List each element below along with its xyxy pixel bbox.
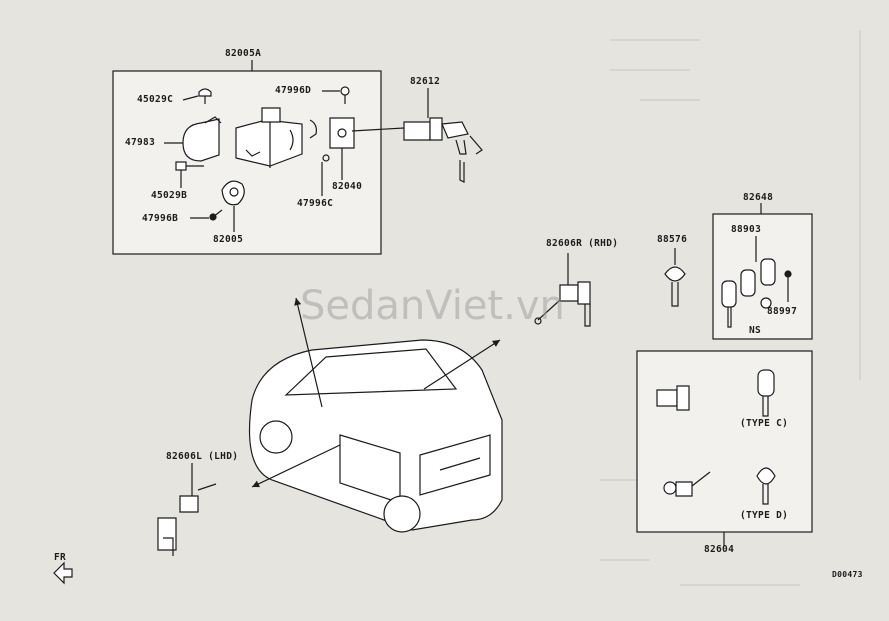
label-88997: 88997 [767, 306, 798, 317]
label-82005: 82005 [213, 234, 244, 245]
label-45029c: 45029C [137, 94, 174, 105]
screw-47996b [209, 209, 223, 221]
cover-47983 [182, 116, 222, 162]
cylinder-82606r [534, 281, 591, 327]
label-type-d: (TYPE D) [740, 510, 789, 521]
fob-88903 [721, 258, 776, 328]
diagram-code: D00473 [832, 570, 863, 579]
screw-88997 [784, 270, 792, 302]
label-47983: 47983 [125, 137, 156, 148]
label-82040: 82040 [332, 181, 363, 192]
label-82606l: 82606L (LHD) [166, 451, 239, 462]
label-47996b: 47996B [142, 213, 179, 224]
ring-ns [760, 297, 772, 309]
label-88576: 88576 [657, 234, 688, 245]
label-88903: 88903 [731, 224, 762, 235]
fr-arrow-icon [53, 561, 73, 585]
screw-45029c [198, 88, 212, 104]
key-type-d [756, 467, 776, 505]
key-type-c [757, 369, 775, 417]
cylinder-82005 [221, 180, 245, 206]
label-82612: 82612 [410, 76, 441, 87]
watermark: SedanViet.vn [300, 283, 565, 329]
label-82005a: 82005A [225, 48, 262, 59]
cylinder-82606l [157, 483, 217, 556]
switch-82040 [309, 117, 355, 162]
lock-housing [235, 107, 303, 168]
kit-box-82005a [112, 70, 382, 255]
door-cylinder-set [663, 471, 711, 497]
label-82606r: 82606R (RHD) [546, 238, 619, 249]
label-47996d: 47996D [275, 85, 312, 96]
label-type-c: (TYPE C) [740, 418, 789, 429]
label-82648: 82648 [743, 192, 774, 203]
cylinder-82612 [403, 117, 483, 183]
label-47996c: 47996C [297, 198, 334, 209]
ignition-cylinder-set [656, 385, 690, 411]
label-ns: NS [749, 325, 762, 336]
kit-box-82604 [636, 350, 813, 533]
key-88576 [664, 266, 686, 307]
label-82604: 82604 [704, 544, 735, 555]
label-45029b: 45029B [151, 190, 188, 201]
scan-artifacts [600, 30, 861, 586]
label-fr: FR [54, 552, 67, 563]
screw-47996d [340, 86, 350, 104]
vehicle-illustration [248, 339, 503, 533]
